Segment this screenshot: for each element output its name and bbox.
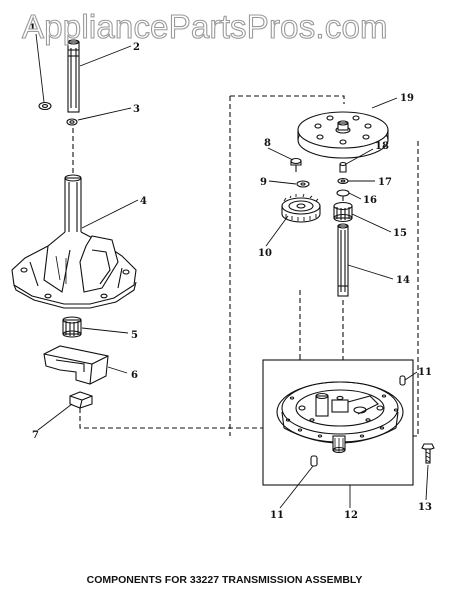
part-17-washer xyxy=(337,177,349,185)
callout-4: 4 xyxy=(140,196,147,207)
callout-11-lower: 11 xyxy=(270,510,284,521)
callout-labels: 1 2 3 4 5 6 7 8 9 10 11 11 12 13 14 15 1… xyxy=(29,23,432,521)
callout-11-upper: 11 xyxy=(418,367,432,378)
part-10-drive-gear xyxy=(281,193,321,223)
part-13-bolt xyxy=(421,443,435,464)
callout-14: 14 xyxy=(396,275,410,286)
callout-17: 17 xyxy=(378,177,392,188)
part-2-shaft xyxy=(67,39,80,113)
part-7-small-block xyxy=(69,391,93,409)
part-4-transmission-housing xyxy=(11,174,137,309)
callout-5: 5 xyxy=(131,330,138,341)
callout-8: 8 xyxy=(264,138,271,149)
callout-2: 2 xyxy=(133,42,140,53)
callout-16: 16 xyxy=(363,195,377,206)
callout-3: 3 xyxy=(133,104,140,115)
callout-6: 6 xyxy=(131,370,138,381)
part-15-gear xyxy=(333,201,353,223)
part-19-pulley xyxy=(297,111,389,159)
callout-12: 12 xyxy=(344,510,358,521)
part-9-washer xyxy=(296,180,310,188)
part-16-ring xyxy=(336,189,350,197)
leader-lines xyxy=(35,33,429,509)
part-6-block xyxy=(43,345,109,385)
part-11-dowel-pin-upper xyxy=(399,375,406,386)
part-1-retaining-ring xyxy=(38,101,52,111)
callout-13: 13 xyxy=(418,502,432,513)
callout-19: 19 xyxy=(400,93,414,104)
part-11-dowel-pin-lower xyxy=(310,455,318,467)
callout-10: 10 xyxy=(258,248,272,259)
callout-9: 9 xyxy=(260,177,267,188)
part-14-shaft xyxy=(337,223,349,297)
part-18-bolt xyxy=(339,161,347,173)
part-5-pinion-gear xyxy=(62,316,82,338)
callout-15: 15 xyxy=(393,228,407,239)
diagram-caption: COMPONENTS FOR 33227 TRANSMISSION ASSEMB… xyxy=(86,574,363,586)
part-8-screw xyxy=(290,157,302,172)
callout-1: 1 xyxy=(29,23,36,34)
part-3-washer xyxy=(66,118,78,126)
callout-18: 18 xyxy=(375,141,389,152)
callout-7: 7 xyxy=(32,430,39,441)
part-12-gear-case xyxy=(262,359,414,486)
